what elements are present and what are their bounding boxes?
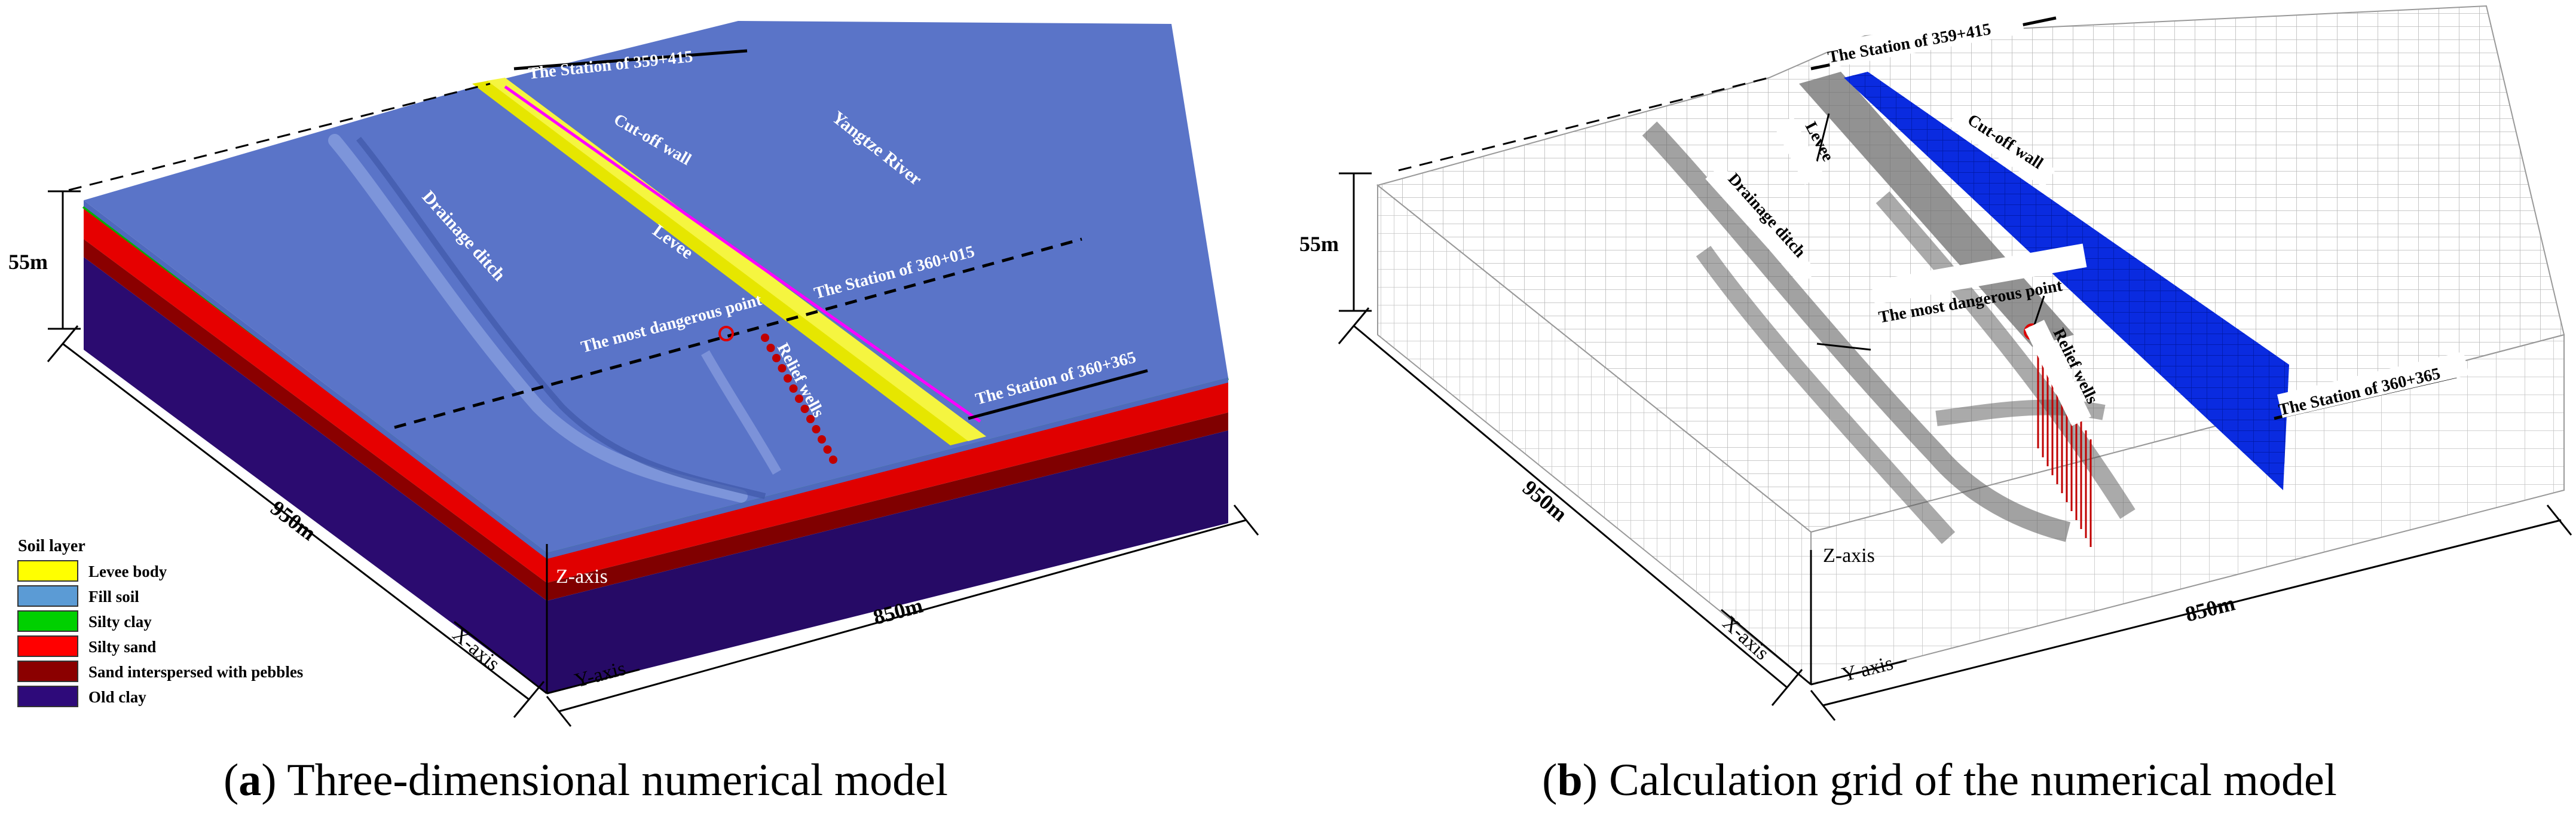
caption-b: (b) Calculation grid of the numerical mo… [1542,755,2337,805]
z-axis-label: Z-axis [556,566,608,588]
layer-old-clay-front [84,257,547,693]
relief-well-dot [766,344,775,352]
relief-well-dot [761,334,769,342]
layer-pebble-right [547,412,1228,601]
grid-ditch-branch-2 [1876,191,2136,519]
caption-b-letter: b [1557,755,1582,805]
layer-pebble-front [84,239,547,601]
legend-item-label: Levee body [88,563,167,580]
relief-well-dot [784,374,792,383]
y-axis-line [546,668,640,695]
legend-swatch [17,661,78,682]
relief-well-dot [772,354,781,362]
surface-front-skirt [84,200,547,559]
layer-old-clay-right [547,430,1228,693]
relief-well-dot [829,456,837,464]
legend-item-label: Sand interspersed with pebbles [88,663,303,681]
legend-item-label: Old clay [88,688,146,706]
legend-item-label: Fill soil [88,588,139,606]
caption-a-letter: a [238,755,261,805]
grid-ditch-branch-1 [1696,246,1956,545]
dim-850m-line [558,519,1247,713]
legend-title: Soil layer [18,537,85,555]
legend-swatch [17,610,78,632]
caption-a-text: ) Three-dimensional numerical model [261,755,948,805]
section-top-dashed [68,82,491,191]
grid-dim-55m: 55m [1299,232,1339,256]
dangerous-point-marker [718,326,734,341]
legend-swatch [17,686,78,707]
panel-b-grid: 55m 950m 850m Z-axis Y-axis X-axis The S… [1299,5,2572,805]
legend-swatch [17,635,78,657]
relief-well-dot [812,425,821,433]
relief-well-dot [778,364,787,372]
legend-swatch [17,560,78,582]
legend-item-label: Silty clay [88,613,152,631]
levee-body-top [487,78,986,441]
dim-950m-line [62,343,530,701]
legend-item-label: Silty sand [88,638,156,656]
relief-well-dot [800,405,809,413]
x-axis-line [454,621,547,695]
dim-55m: 55m [8,250,48,274]
ditch-branch [701,350,781,475]
cutoff-wall-line [504,85,981,423]
drainage-ditch-relief [328,134,748,503]
station-360-365-line [968,369,1148,420]
relief-well-dot [818,435,826,444]
layer-silty-sand-front [84,206,547,583]
surface-right-skirt [547,378,1228,559]
relief-well-dot [823,445,832,454]
legend-swatch [17,585,78,607]
panel-a-model: 55m 950m 850m Z-axis Y-axis X-axis The S… [8,21,1259,805]
caption-b-text: ) Calculation grid of the numerical mode… [1583,755,2337,805]
relief-well-dot [795,395,803,403]
relief-wells-a [761,334,837,464]
relief-well-dot [789,384,798,393]
station-359-line [513,49,748,71]
grid-dim-850m: 850m [2183,591,2237,626]
caption-a: (a) Three-dimensional numerical model [224,755,948,805]
grid-ditch-main [1642,121,2071,542]
relief-well-dot [806,415,815,423]
grid-z-axis-label: Z-axis [1823,545,1875,567]
layer-silty-sand-right [547,378,1228,583]
section-line-360-015 [394,237,1082,429]
